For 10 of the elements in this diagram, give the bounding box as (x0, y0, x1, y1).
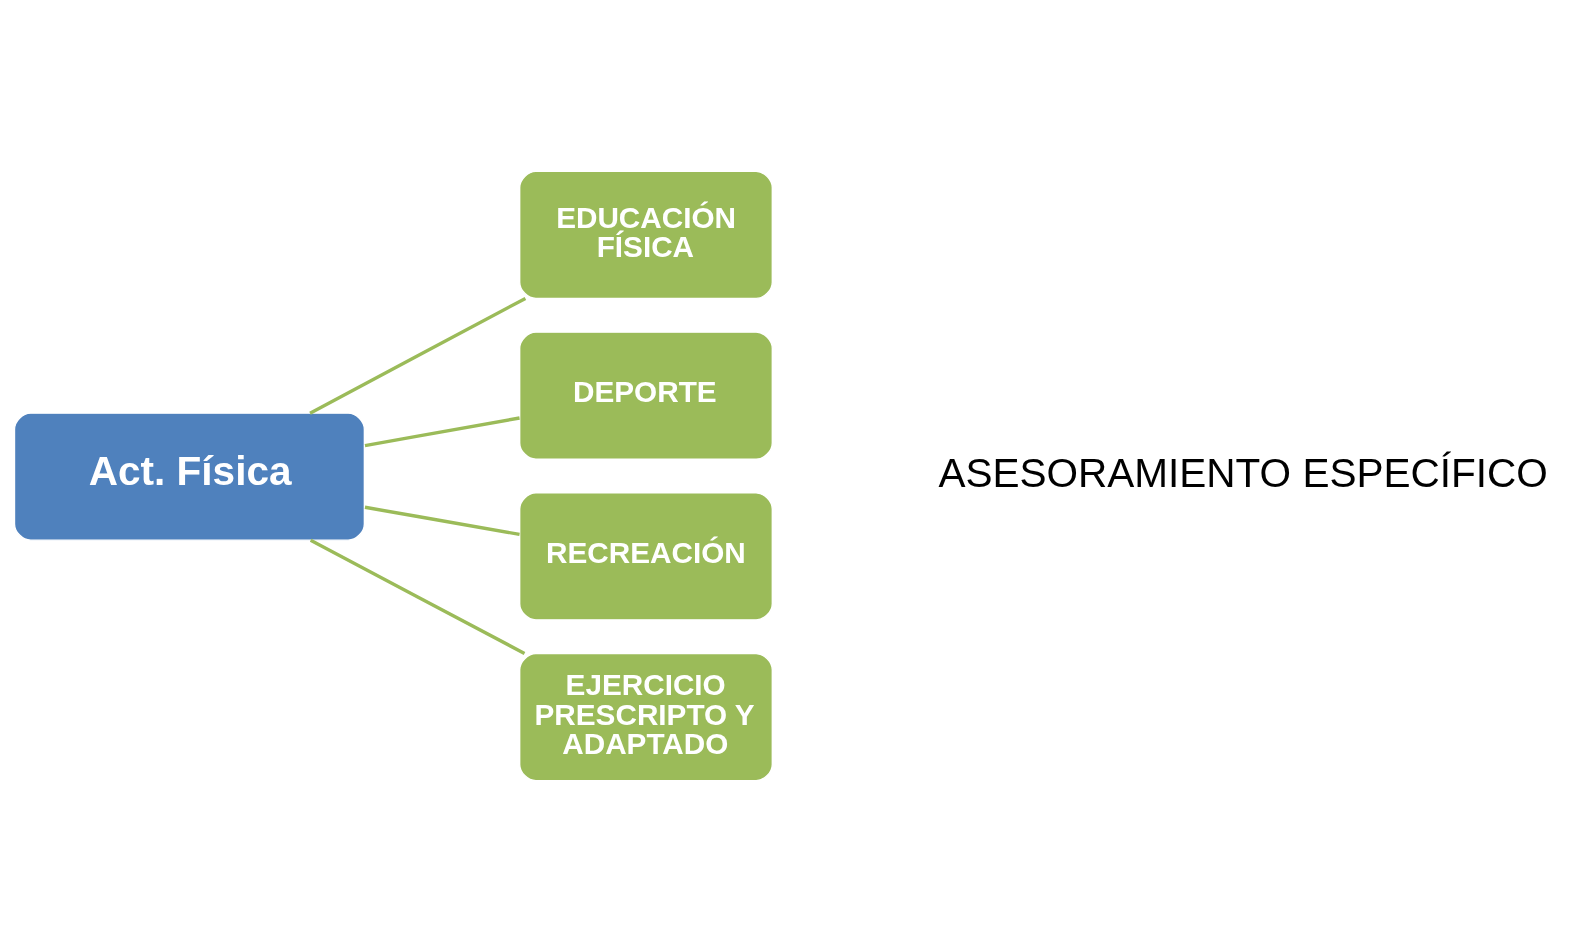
label: ASESORAMIENTO ESPECÍFICO (938, 449, 1548, 496)
connector (364, 505, 520, 537)
node-box: Act. Física (13, 412, 366, 541)
node-box: EJERCICIO PRESCRIPTO Y ADAPTADO (519, 652, 773, 782)
connector (364, 416, 520, 448)
connector (309, 296, 527, 415)
connector (309, 538, 526, 655)
node-box: EDUCACIÓN FÍSICA (519, 170, 773, 300)
node-box: RECREACIÓN (519, 492, 773, 621)
node-box: DEPORTE (519, 331, 773, 460)
